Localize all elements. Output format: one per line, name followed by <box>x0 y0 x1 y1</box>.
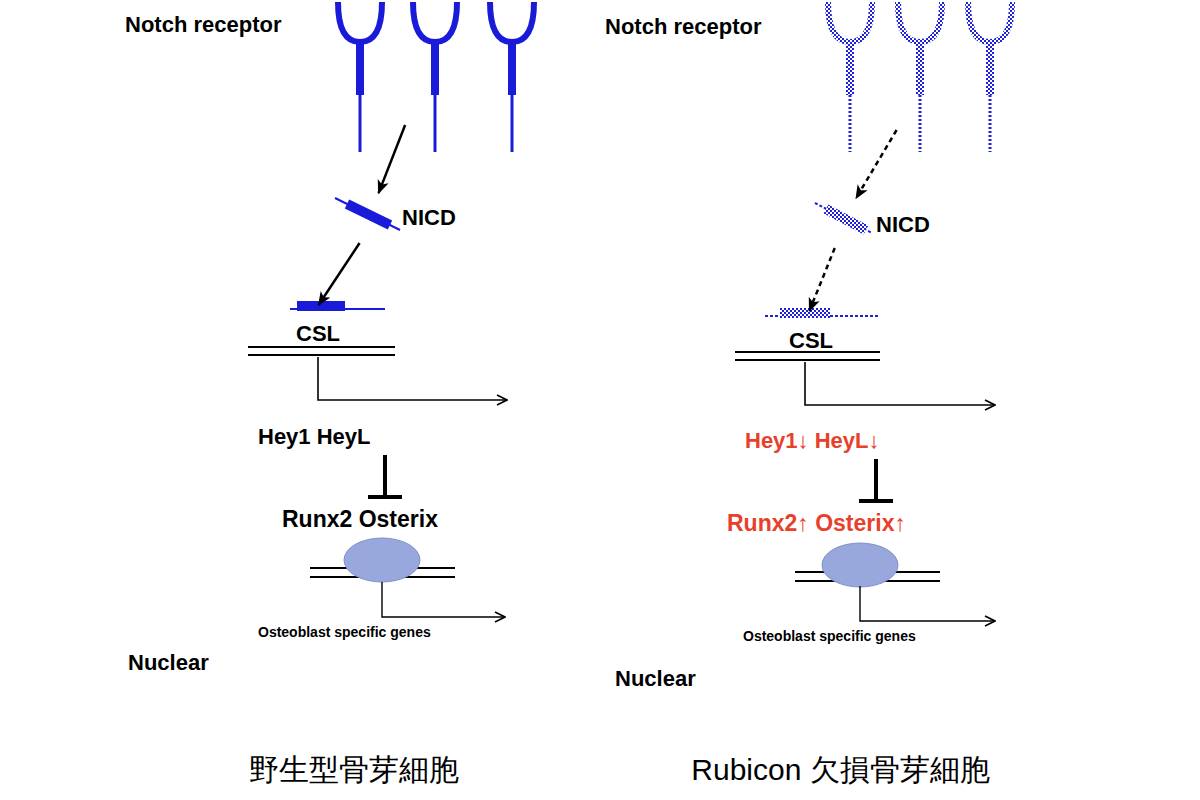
nicd-bound-bar <box>780 308 830 318</box>
nucleus-area <box>658 275 1058 705</box>
nicd-fragment: NICD <box>333 195 473 243</box>
receptor-stem <box>431 42 439 95</box>
inhibition-line <box>874 459 878 501</box>
nicd-line <box>815 203 872 233</box>
transcription-arrow <box>382 582 505 617</box>
nicd-bar <box>347 204 390 225</box>
node-label: Notch receptor <box>605 14 761 39</box>
receptor-stem <box>846 42 854 95</box>
transcription-factor <box>344 538 420 582</box>
transcription-arrow <box>860 586 995 621</box>
cell-membrane <box>119 66 589 736</box>
receptor-set <box>338 2 534 152</box>
cell-caption: Rubicon 欠損骨芽細胞 <box>691 753 989 788</box>
receptor-stem <box>916 42 924 95</box>
receptor-cup <box>898 2 942 42</box>
cell-caption: 野生型骨芽細胞 <box>249 753 459 788</box>
receptor-tail <box>919 95 922 152</box>
receptor-tail <box>511 95 514 152</box>
signal-arrow <box>379 125 406 193</box>
dna-strand <box>735 359 880 361</box>
receptor-cup <box>490 2 534 42</box>
csl-factor: CSL <box>280 315 356 353</box>
node-label: Nuclear <box>128 650 209 675</box>
nicd-bar <box>826 209 866 230</box>
receptor-set-mutant <box>828 2 1012 152</box>
inhibition-bar <box>368 495 402 499</box>
node-label: Nuclear <box>615 666 696 691</box>
csl-oval <box>774 323 848 359</box>
inhibition-line <box>383 455 387 497</box>
receptor-stem <box>508 42 516 95</box>
transcription-factor <box>822 543 898 587</box>
receptor-cup <box>338 2 382 42</box>
receptor-tail <box>359 95 362 152</box>
signal-arrow <box>856 130 897 198</box>
receptor-tail <box>434 95 437 152</box>
csl-factor: CSL <box>773 322 849 360</box>
receptor-group: Notch receptor <box>125 5 545 125</box>
node-label: NICD <box>876 212 930 237</box>
receptor-cup <box>413 2 457 42</box>
nicd-line <box>335 198 400 230</box>
receptor-tail <box>849 95 852 152</box>
node-label: CSL <box>296 321 340 346</box>
target-genes-label: Osteoblast specific genes <box>258 624 431 640</box>
node-label: Notch receptor <box>125 12 281 37</box>
transcription-arrow <box>805 362 995 405</box>
receptor-tail <box>989 95 992 152</box>
gene-label: Runx2 Osterix <box>282 506 438 532</box>
node-label: CSL <box>789 328 833 353</box>
csl-oval <box>281 316 355 352</box>
receptor-cup <box>828 2 872 42</box>
nucleus-area <box>163 268 573 696</box>
nicd-fragment: NICD <box>813 200 958 248</box>
signal-arrow <box>809 248 834 311</box>
dna-strand <box>248 354 395 356</box>
target-genes-label: Osteoblast specific genes <box>743 628 916 644</box>
gene-change-label: Hey1↓ HeyL↓ <box>745 428 880 453</box>
receptor-cup <box>968 2 1012 42</box>
gene-label: Hey1 HeyL <box>258 424 371 449</box>
receptor-stem <box>986 42 994 95</box>
receptor-group: Notch receptor <box>605 5 1010 130</box>
gene-change-label: Runx2↑ Osterix↑ <box>727 510 906 536</box>
signal-arrow <box>319 243 360 305</box>
transcription-arrow <box>318 357 507 400</box>
receptor-stem <box>356 42 364 95</box>
cell-membrane <box>604 66 1077 736</box>
inhibition-bar <box>859 499 893 503</box>
node-label: NICD <box>402 205 456 230</box>
